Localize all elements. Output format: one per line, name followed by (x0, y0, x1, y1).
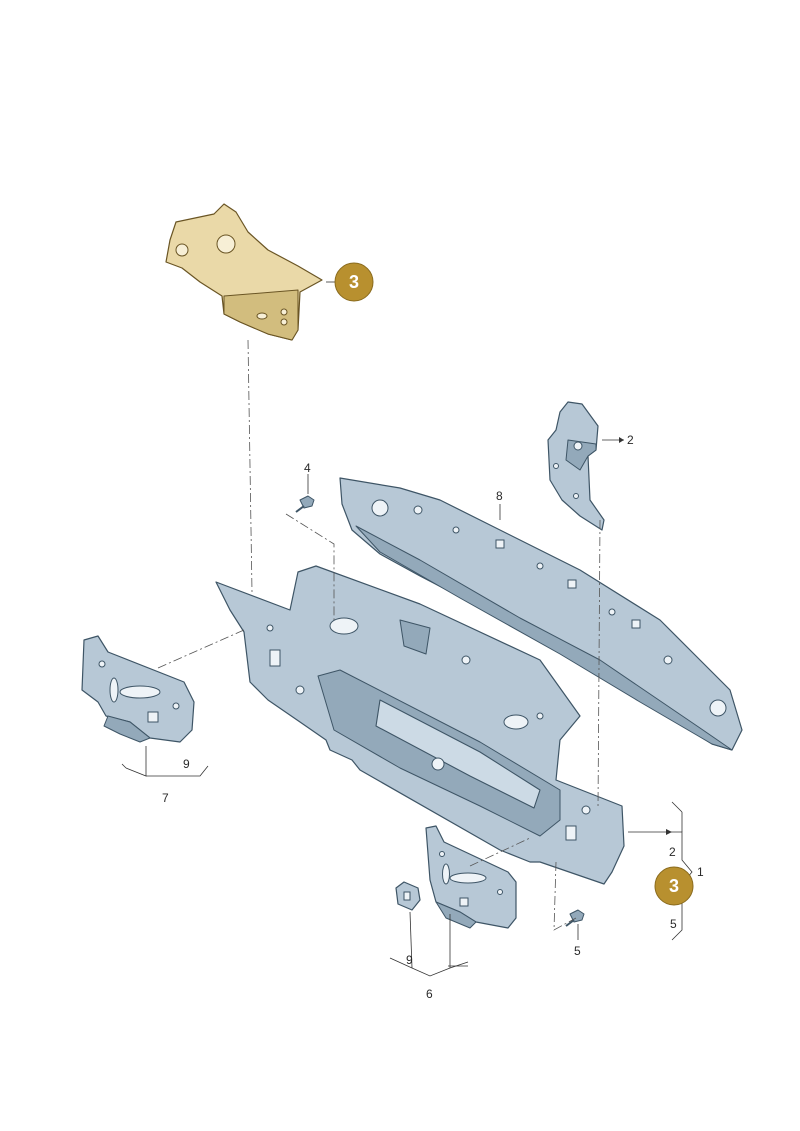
label-5-bottom: 5 (574, 944, 581, 958)
label-9-left: 9 (183, 757, 190, 771)
leader-lines (121, 281, 693, 977)
label-4: 4 (304, 461, 311, 475)
upper-right-bracket[interactable] (547, 401, 605, 531)
lower-bracket-part[interactable] (425, 825, 517, 929)
label-1: 1 (697, 865, 704, 879)
alignment-lines (157, 339, 601, 931)
screw-part-4[interactable] (295, 495, 315, 513)
highlighted-bracket-part[interactable] (165, 203, 323, 341)
badge-bottom-label: 3 (669, 876, 679, 896)
label-7: 7 (162, 791, 169, 805)
upper-cross-member[interactable] (339, 477, 743, 751)
small-clip-part[interactable] (395, 881, 421, 911)
rear-panel-center[interactable] (215, 565, 625, 885)
label-5-right: 5 (670, 917, 677, 931)
label-8: 8 (496, 489, 503, 503)
screw-part-5[interactable] (565, 909, 585, 927)
label-2-right: 2 (669, 845, 676, 859)
label-6: 6 (426, 987, 433, 1001)
left-bracket-part[interactable] (81, 635, 195, 743)
badge-top[interactable]: 3 (334, 262, 374, 302)
label-9-bottom: 9 (406, 953, 413, 967)
label-2-top: 2 (627, 433, 634, 447)
badge-top-label: 3 (349, 272, 359, 292)
badge-bottom[interactable]: 3 (654, 866, 694, 906)
